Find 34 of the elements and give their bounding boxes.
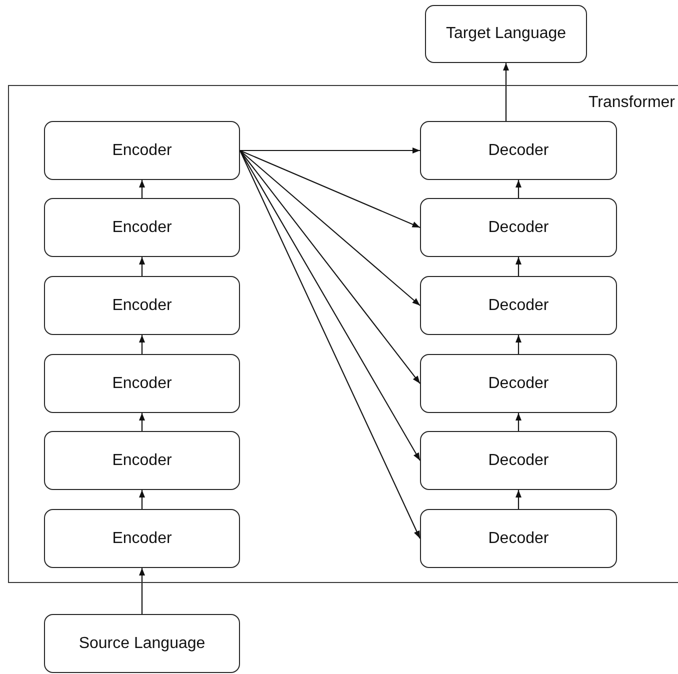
process-box: Target Language	[425, 5, 587, 63]
process-box: Encoder	[44, 354, 240, 413]
process-box: Encoder	[44, 431, 240, 490]
arrow	[515, 490, 522, 509]
arrow	[138, 257, 146, 276]
process-box: Encoder	[44, 276, 240, 335]
arrow	[515, 180, 522, 198]
process-box: Encoder	[44, 509, 240, 568]
group-frame	[8, 85, 678, 583]
arrow	[240, 150, 420, 384]
process-box: Encoder	[44, 198, 240, 257]
process-box: Decoder	[420, 509, 617, 568]
arrow	[138, 180, 146, 198]
arrow	[240, 147, 420, 154]
arrow	[138, 490, 146, 509]
arrow	[240, 150, 420, 461]
process-box: Decoder	[420, 276, 617, 335]
group-title: Transformer	[588, 94, 675, 112]
process-box: Decoder	[420, 431, 617, 490]
arrow	[240, 150, 420, 228]
arrow	[240, 150, 420, 539]
process-box: Source Language	[44, 614, 240, 673]
arrow	[138, 335, 146, 354]
process-box: Encoder	[44, 121, 240, 180]
process-box: Decoder	[420, 198, 617, 257]
arrow	[515, 335, 522, 354]
process-box: Decoder	[420, 354, 617, 413]
arrow	[240, 150, 420, 306]
arrow	[138, 568, 146, 614]
arrow	[138, 413, 146, 431]
arrow	[515, 413, 522, 431]
arrow	[515, 257, 522, 276]
arrow	[502, 63, 510, 121]
process-box: Decoder	[420, 121, 617, 180]
